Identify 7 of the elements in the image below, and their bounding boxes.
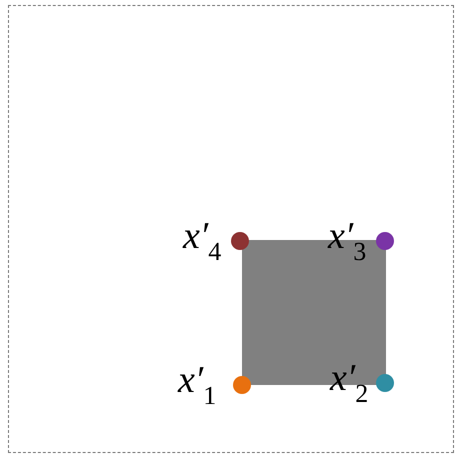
point-label: x′$_{1}$ bbox=[178, 360, 216, 412]
point-marker bbox=[376, 232, 394, 250]
point-marker bbox=[233, 376, 251, 394]
point-label: x′$_{3}$ bbox=[328, 216, 366, 268]
point-marker bbox=[231, 232, 249, 250]
point-marker bbox=[376, 374, 394, 392]
point-label: x′$_{4}$ bbox=[183, 216, 222, 268]
